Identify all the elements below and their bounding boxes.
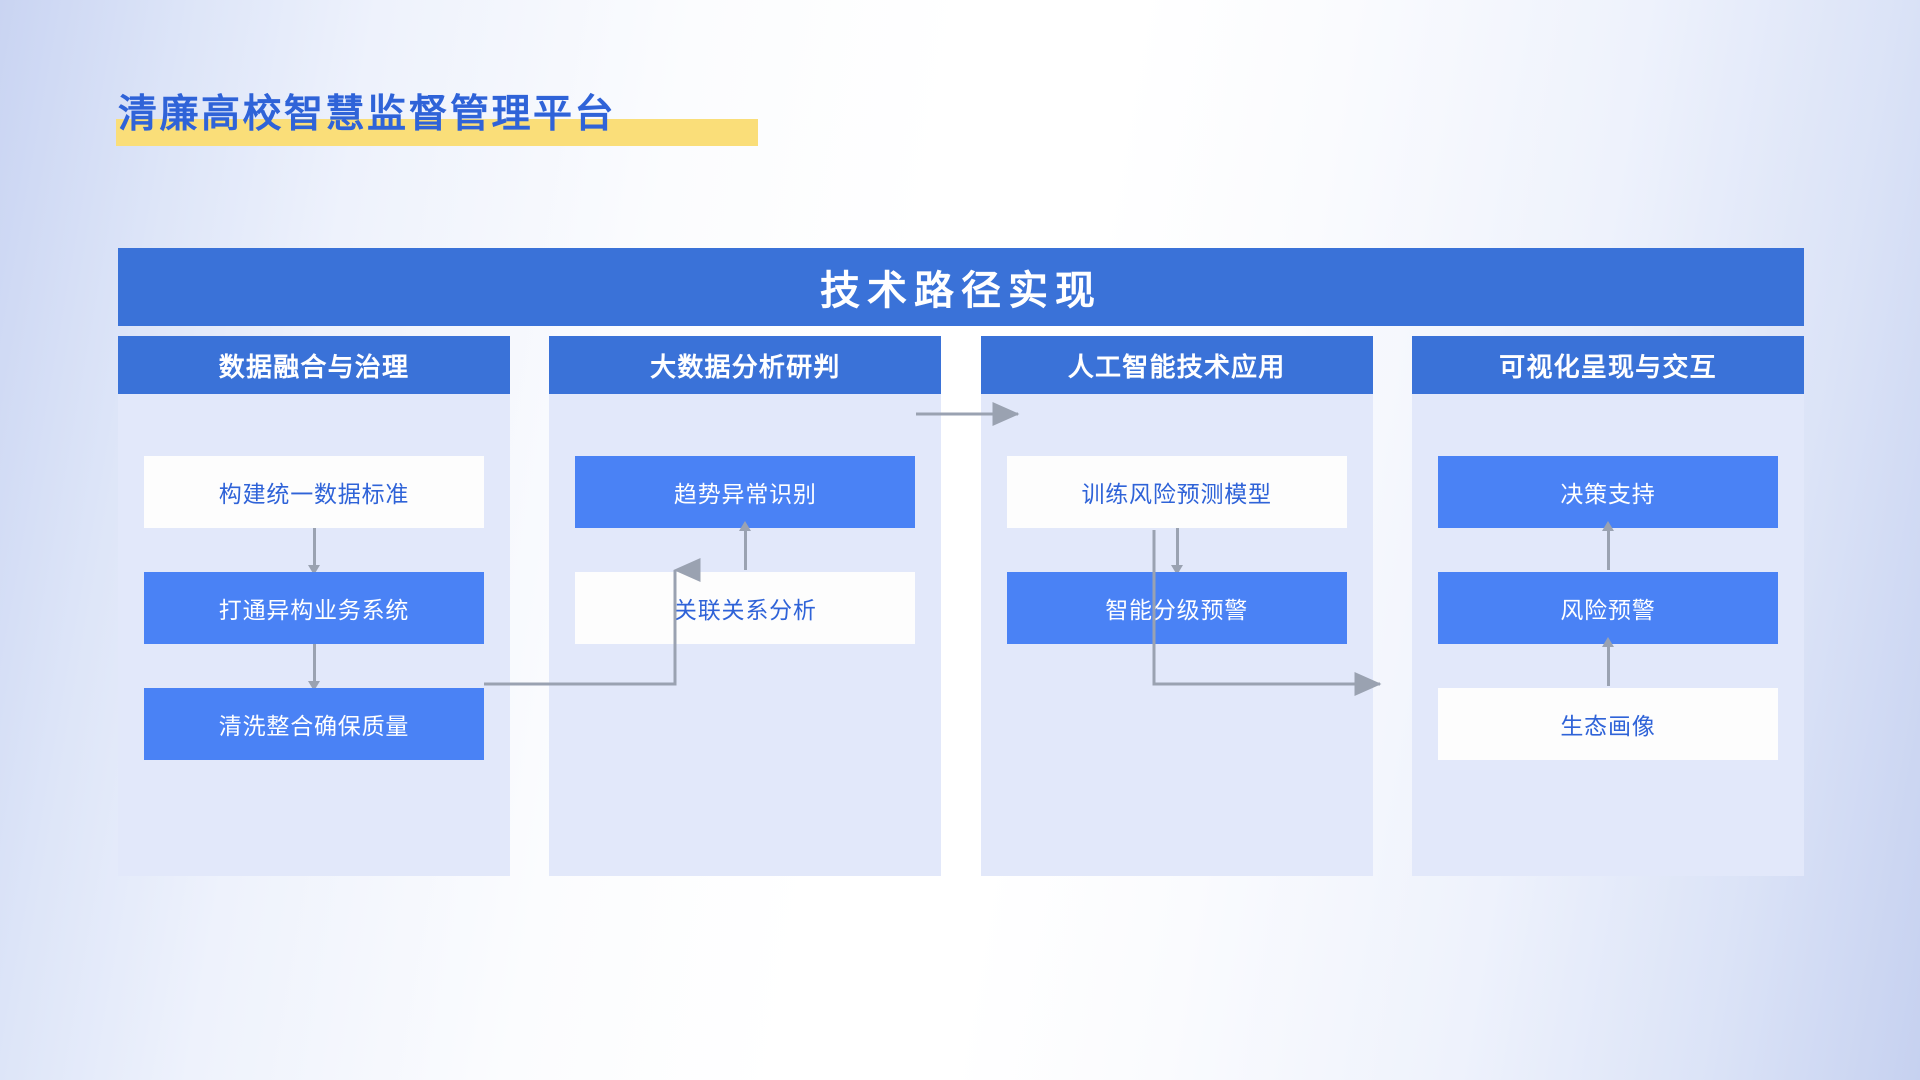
board-header-title: 技术路径实现 xyxy=(820,269,1102,313)
node-label: 智能分级预警 xyxy=(1105,597,1249,623)
node-label: 生态画像 xyxy=(1560,713,1656,739)
node-label: 构建统一数据标准 xyxy=(218,481,410,507)
node-label: 关联关系分析 xyxy=(673,597,817,623)
column-header-label-3: 人工智能技术应用 xyxy=(1067,351,1286,382)
board-header: 技术路径实现 xyxy=(118,248,1804,326)
node-clean-integrate-quality[interactable]: 清洗整合确保质量 xyxy=(144,688,484,760)
node-relationship-analysis[interactable]: 关联关系分析 xyxy=(575,572,916,644)
node-intelligent-grade-warning[interactable]: 智能分级预警 xyxy=(1006,572,1347,644)
arrow-n6-to-n7 xyxy=(1170,528,1183,575)
node-ecosystem-portrait[interactable]: 生态画像 xyxy=(1437,688,1778,760)
column-container: 数据融合与治理 构建统一数据标准 打通异构业务系统 清洗整合确保质量 大数据分析… xyxy=(118,336,1804,876)
page-title: 清廉高校智慧监督管理平台 xyxy=(116,84,758,146)
node-label: 决策支持 xyxy=(1560,481,1656,507)
arrow-n10-to-n9 xyxy=(1601,637,1614,686)
column-body-2: 趋势异常识别 关联关系分析 xyxy=(549,394,942,876)
arrow-head-up-icon xyxy=(1601,637,1614,647)
node-label: 打通异构业务系统 xyxy=(218,597,410,623)
arrow-head-down-icon xyxy=(308,565,320,575)
column-header-label-2: 大数据分析研判 xyxy=(650,351,841,382)
column-header-label-4: 可视化呈现与交互 xyxy=(1499,351,1717,382)
node-label: 趋势异常识别 xyxy=(673,481,817,507)
arrow-head-up-icon xyxy=(739,521,752,531)
column-header-1: 数据融合与治理 xyxy=(118,336,510,394)
column-header-3: 人工智能技术应用 xyxy=(980,336,1373,394)
arrow-n5-to-n4 xyxy=(739,521,752,570)
arrow-n1-to-n2 xyxy=(308,528,320,575)
column-visualization-interaction: 可视化呈现与交互 决策支持 风险预警 生态画像 xyxy=(1411,336,1804,876)
node-label: 风险预警 xyxy=(1560,597,1656,623)
node-connect-heterogeneous-systems[interactable]: 打通异构业务系统 xyxy=(144,572,484,644)
column-body-3: 训练风险预测模型 智能分级预警 xyxy=(980,394,1373,876)
column-bigdata-analysis: 大数据分析研判 趋势异常识别 关联关系分析 xyxy=(549,336,942,876)
technical-path-board: 技术路径实现 数据融合与治理 构建统一数据标准 打通异构业务系统 清洗整合确保质… xyxy=(118,248,1804,876)
node-label: 训练风险预测模型 xyxy=(1081,481,1272,507)
column-header-label-1: 数据融合与治理 xyxy=(218,351,410,382)
column-header-2: 大数据分析研判 xyxy=(549,336,942,394)
title-highlight-band xyxy=(116,119,758,146)
arrow-n2-to-n3 xyxy=(308,644,320,691)
column-body-1: 构建统一数据标准 打通异构业务系统 清洗整合确保质量 xyxy=(118,394,510,876)
arrow-n9-to-n8 xyxy=(1601,521,1614,570)
arrow-head-up-icon xyxy=(1601,521,1614,531)
column-body-4: 决策支持 风险预警 生态画像 xyxy=(1411,394,1804,876)
column-ai-application: 人工智能技术应用 训练风险预测模型 智能分级预警 xyxy=(980,336,1373,876)
node-build-unified-data-standard[interactable]: 构建统一数据标准 xyxy=(144,456,484,528)
node-risk-warning[interactable]: 风险预警 xyxy=(1437,572,1778,644)
node-train-risk-model[interactable]: 训练风险预测模型 xyxy=(1006,456,1347,528)
node-trend-anomaly-detection[interactable]: 趋势异常识别 xyxy=(575,456,916,528)
column-header-4: 可视化呈现与交互 xyxy=(1411,336,1804,394)
arrow-head-down-icon xyxy=(308,681,320,691)
node-label: 清洗整合确保质量 xyxy=(218,713,410,739)
page-title-text: 清廉高校智慧监督管理平台 xyxy=(118,92,617,136)
node-decision-support[interactable]: 决策支持 xyxy=(1437,456,1778,528)
column-data-fusion: 数据融合与治理 构建统一数据标准 打通异构业务系统 清洗整合确保质量 xyxy=(118,336,510,876)
